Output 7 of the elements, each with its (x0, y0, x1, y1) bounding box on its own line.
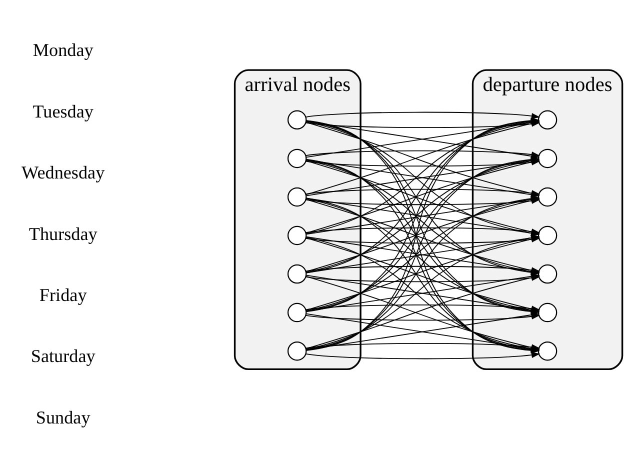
label: Monday (32, 40, 94, 60)
label: Wednesday (22, 162, 105, 183)
label: Tuesday (32, 101, 94, 122)
label: Sunday (36, 407, 90, 428)
label: Friday (39, 284, 87, 305)
label: Saturday (30, 346, 96, 366)
label: Thursday (28, 224, 98, 244)
